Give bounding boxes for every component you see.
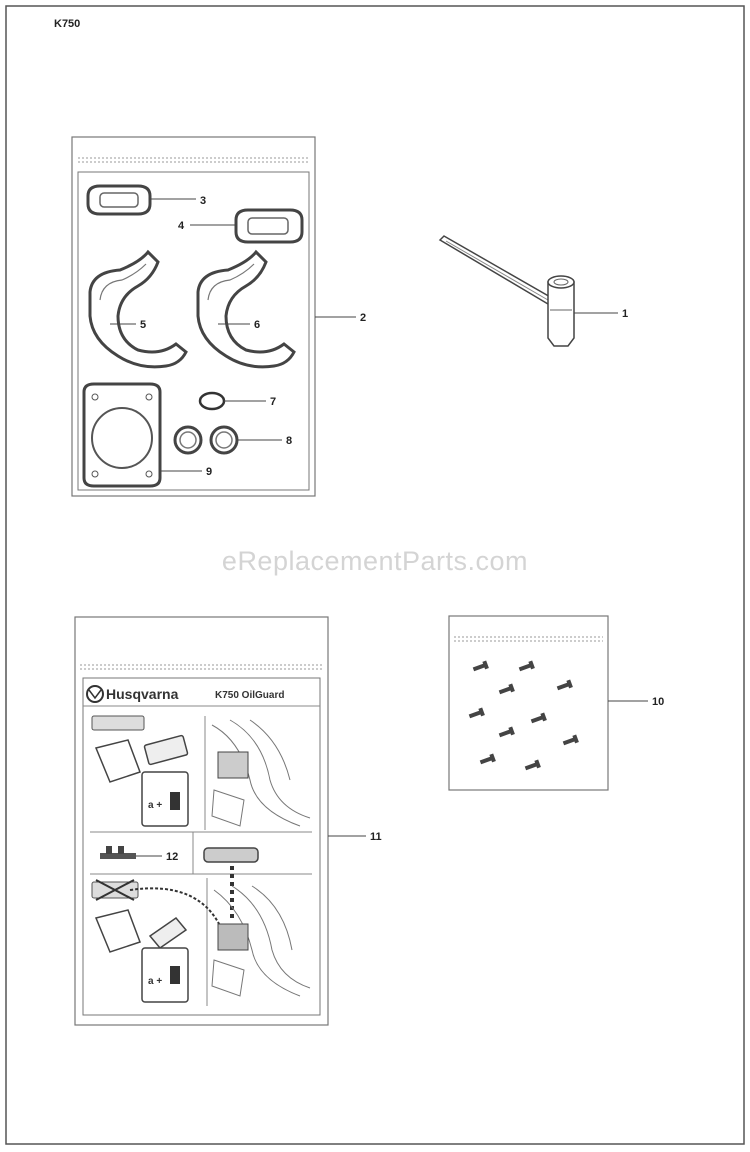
screw-kit-bag — [448, 615, 609, 791]
callout-6: 6 — [254, 319, 260, 331]
watermark: eReplacementParts.com — [221, 546, 529, 576]
svg-text:a +: a + — [148, 800, 162, 811]
filter-item-12 — [100, 846, 162, 859]
svg-text:a +: a + — [148, 976, 162, 987]
cylinder-gasket-9 — [82, 382, 162, 488]
callout-11: 11 — [370, 831, 382, 843]
callout-5: 5 — [140, 319, 146, 331]
brand-name: Husqvarna — [106, 686, 179, 702]
callout-2: 2 — [360, 312, 366, 324]
callout-3: 3 — [200, 195, 206, 207]
leaders-kit-2 — [110, 198, 356, 472]
callout-7: 7 — [270, 396, 276, 408]
callout-10: 10 — [652, 696, 664, 708]
callout-1: 1 — [622, 308, 628, 320]
callout-12: 12 — [166, 851, 178, 863]
husqvarna-logo-icon — [86, 685, 104, 703]
oilguard-cap-icon — [203, 847, 259, 863]
gasket-kit-bag — [71, 136, 316, 497]
combination-wrench-1 — [438, 235, 618, 347]
engine-illustration-top — [211, 719, 311, 827]
callout-8: 8 — [286, 435, 292, 447]
crankcase-gasket-5 — [88, 249, 188, 369]
instruction-step-top: a + — [91, 715, 189, 827]
seal-pair-8 — [173, 425, 239, 455]
gasket-4 — [234, 208, 304, 244]
crankcase-gasket-6 — [196, 249, 296, 369]
callout-9: 9 — [206, 466, 212, 478]
engine-illustration-bottom — [211, 885, 311, 997]
callout-4: 4 — [178, 220, 185, 232]
gasket-3 — [86, 184, 152, 216]
page-border — [5, 5, 745, 1145]
instruction-step-bottom: a + — [91, 866, 234, 1003]
screws-10 — [468, 660, 579, 771]
oilguard-kit-bag — [74, 616, 329, 1026]
product-name: K750 OilGuard — [215, 690, 284, 701]
model-label: K750 — [54, 18, 81, 30]
